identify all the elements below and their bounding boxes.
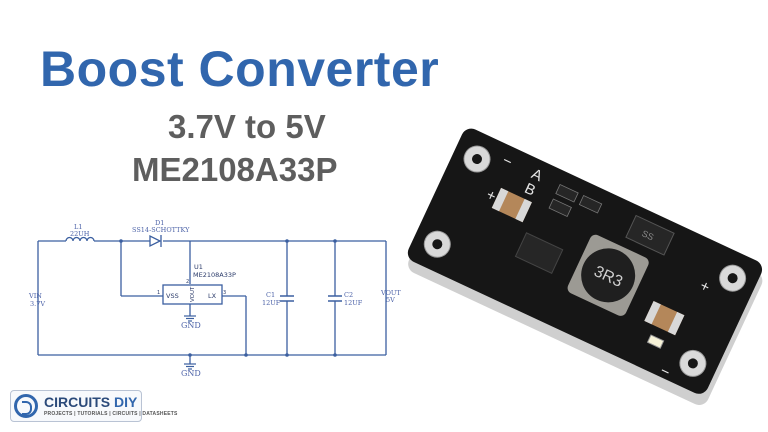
ic-body bbox=[162, 284, 223, 305]
vout-label: VOUT bbox=[380, 289, 401, 297]
smd-capacitor-right bbox=[644, 300, 685, 336]
ic-pin-lx: LX bbox=[208, 292, 217, 300]
ic-ref: U1 bbox=[194, 263, 203, 271]
smd-diode: SS bbox=[625, 214, 675, 256]
vin-value: 3.7V bbox=[30, 300, 45, 308]
diode-ref: D1 bbox=[155, 219, 164, 227]
diode-value: SS14-SCHOTTKY bbox=[132, 226, 190, 234]
voltage-subtitle: 3.7V to 5V bbox=[168, 108, 326, 145]
board-pad-holes bbox=[432, 154, 738, 369]
logo-brand-main: CIRCUITS bbox=[44, 394, 111, 410]
capacitor-c1-symbol bbox=[280, 295, 294, 302]
vin-label: VIN bbox=[28, 292, 42, 300]
c2-value: 12UF bbox=[344, 299, 363, 307]
ground-label-bottom: GND bbox=[181, 369, 201, 378]
logo-brand-accent: DIY bbox=[114, 394, 138, 410]
logo-tagline: PROJECTS | TUTORIALS | CIRCUITS | DATASH… bbox=[44, 411, 178, 417]
status-led bbox=[646, 334, 665, 349]
inductor-component: 3R3 bbox=[567, 234, 649, 316]
ic-pin3-number: 3 bbox=[223, 290, 226, 296]
smd-capacitor-left bbox=[491, 187, 532, 223]
schematic-wires bbox=[37, 240, 387, 364]
page-title: Boost Converter bbox=[40, 41, 440, 97]
inductor-ref: L1 bbox=[74, 223, 82, 231]
logo-brand: CIRCUITS DIY bbox=[44, 394, 137, 410]
c1-ref: C1 bbox=[266, 291, 275, 299]
smd-resistors bbox=[548, 183, 603, 218]
boost-ic-chip bbox=[514, 232, 564, 274]
vout-value: 5V bbox=[386, 296, 395, 304]
ic-pin2-number: 2 bbox=[186, 279, 189, 285]
circuits-diy-logo-icon bbox=[14, 394, 38, 418]
c2-ref: C2 bbox=[344, 291, 353, 299]
ground-label-ic: GND bbox=[181, 321, 201, 330]
circuits-diy-logo[interactable]: CIRCUITS DIY PROJECTS | TUTORIALS | CIRC… bbox=[10, 390, 177, 422]
ic-pin-vss: VSS bbox=[166, 292, 179, 300]
ic-pin-vout: VOUT bbox=[190, 286, 196, 302]
capacitor-c2-symbol bbox=[328, 295, 342, 302]
c1-value: 12UF bbox=[262, 299, 281, 307]
ground-symbol-ic bbox=[184, 315, 196, 322]
inductor-symbol bbox=[65, 236, 95, 242]
junction-dots bbox=[119, 239, 337, 357]
part-subtitle: ME2108A33P bbox=[132, 151, 338, 188]
diode-marking: SS bbox=[640, 228, 655, 242]
ic-pin1-number: 1 bbox=[157, 290, 160, 296]
ground-symbol-bottom bbox=[184, 363, 196, 370]
inductor-value: 22UH bbox=[70, 230, 90, 238]
diode-symbol bbox=[149, 234, 162, 248]
ic-value: ME2108A33P bbox=[193, 271, 236, 279]
